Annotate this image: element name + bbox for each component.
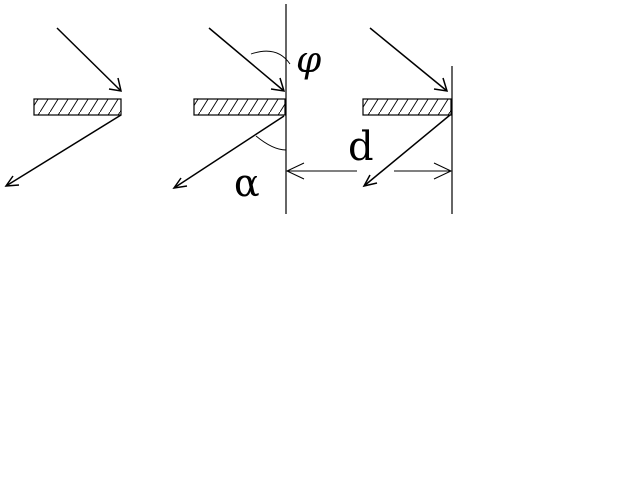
panel-1: [4, 27, 122, 187]
phi-label: φ: [296, 40, 322, 81]
reflected-ray-2: [173, 115, 285, 189]
mirror-plate-3: [362, 98, 452, 116]
reflected-ray-1-arrowhead: [4, 175, 20, 187]
reflected-ray-3: [363, 114, 451, 187]
alpha-label: α: [234, 161, 260, 205]
distance-dimension: d: [285, 124, 453, 180]
alpha-angle-arc: [255, 135, 287, 151]
mirror-plate-1: [33, 98, 122, 116]
incident-ray-3: [369, 27, 448, 92]
incident-ray-3-arrowhead: [433, 77, 449, 92]
incident-ray-2-arrowhead: [270, 77, 286, 92]
distance-label: d: [348, 124, 374, 170]
panel-3: [362, 27, 453, 214]
mirror-plate-2: [193, 98, 286, 116]
incident-ray-2: [208, 27, 285, 92]
panel-2: φ α: [172, 4, 322, 214]
reflected-ray-3-arrowhead: [362, 174, 378, 188]
phi-angle-arc: [250, 50, 291, 65]
distance-arrowhead-right: [433, 162, 453, 180]
reflected-ray-1: [5, 114, 122, 187]
reflected-ray-2-arrowhead: [172, 177, 188, 190]
incident-ray-1-arrowhead: [108, 77, 122, 92]
distance-arrowhead-left: [285, 162, 305, 180]
incident-ray-1: [56, 27, 122, 92]
